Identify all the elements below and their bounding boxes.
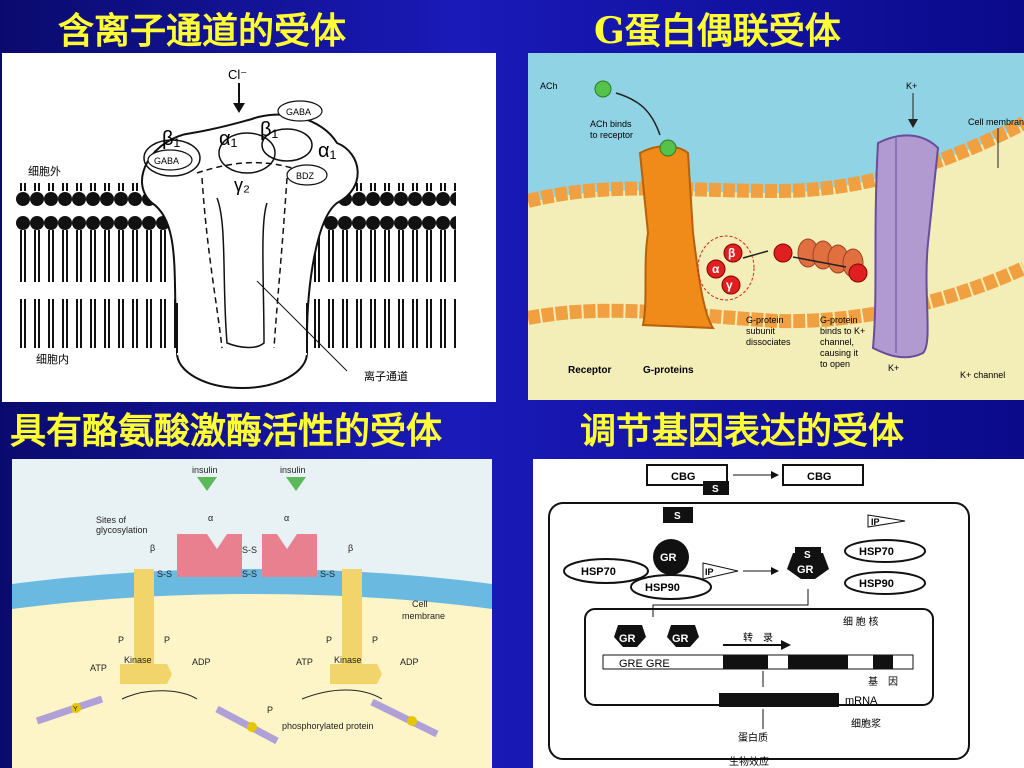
phosphorylated-protein-label: phosphorylated protein <box>282 721 374 731</box>
nucleus-label: 细 胞 核 <box>843 615 879 628</box>
gene-expression-diagram: CBG CBG S S GR HSP70 HSP90 IP S GR HSP70… <box>533 459 1024 768</box>
k-bottom-label: K+ <box>888 363 899 373</box>
chloride-label: Cl⁻ <box>228 67 247 82</box>
hsp70-left-label: HSP70 <box>581 566 616 578</box>
beta-right-label: β <box>348 543 353 553</box>
phosphate-label: P <box>267 705 273 715</box>
disulfide-label-2: S-S <box>242 569 257 579</box>
cytoplasm-label: 细胞浆 <box>851 717 881 730</box>
ip-left-label: IP <box>705 567 714 577</box>
beta-subunit-label: β <box>728 246 735 260</box>
beta-left-label: β <box>150 543 155 553</box>
k-top-label: K+ <box>906 81 917 91</box>
bdz-label: BDZ <box>296 171 315 181</box>
p-left2-label: P <box>164 635 170 645</box>
ach-label: ACh <box>540 81 558 91</box>
gamma-subunit-label: γ <box>726 278 733 292</box>
gr-label-4: GR <box>672 633 689 645</box>
disulfide-label-1: S-S <box>242 545 257 555</box>
gr-label-1: GR <box>660 552 677 564</box>
disulfide-label-4: S-S <box>320 569 335 579</box>
binds-k-channel-label: G-protein binds to K+ channel, causing i… <box>820 315 868 369</box>
heading-ion-channel-receptor: 含离子通道的受体 <box>58 10 347 52</box>
gamma2-label: γ₂ <box>234 175 250 195</box>
ach-binds-label: ACh binds to receptor <box>590 119 634 140</box>
p-right2-label: P <box>372 635 378 645</box>
dissociates-label: G-protein subunit dissociates <box>746 315 791 347</box>
ip-right-label: IP <box>871 517 880 527</box>
adp-left-label: ADP <box>192 657 211 667</box>
heading-gene-expression-receptor: 调节基因表达的受体 <box>580 410 905 452</box>
hsp90-right-label: HSP90 <box>859 578 894 590</box>
glycosylation-label: Sites of glycosylation <box>96 515 148 535</box>
cell-membrane-label: Cell membrane <box>968 117 1024 127</box>
disulfide-label-3: S-S <box>157 569 172 579</box>
alpha-left-label: α <box>208 513 213 523</box>
receptor-label: Receptor <box>568 365 611 376</box>
cell-membrane-label: Cell membrane <box>402 599 445 621</box>
extracellular-label: 细胞外 <box>28 165 61 178</box>
mrna-label: mRNA <box>845 695 878 707</box>
p-right-label: P <box>326 635 332 645</box>
protein-label: 蛋白质 <box>738 731 768 744</box>
steroid-label-2: S <box>674 511 681 522</box>
cbg-free-label: CBG <box>807 471 831 483</box>
gr-label-3: GR <box>619 633 636 645</box>
insulin-right-label: insulin <box>280 465 306 475</box>
alpha1-right-label: α₁ <box>318 140 337 162</box>
steroid-label-1: S <box>712 484 719 495</box>
cbg-bound-label: CBG <box>671 471 695 483</box>
hsp90-left-label: HSP90 <box>645 582 680 594</box>
kinase-left-label: Kinase <box>124 655 152 665</box>
transcription-label: 转 录 <box>743 631 773 644</box>
gaba-top-label: GABA <box>286 107 311 117</box>
alpha1-mid-label: α₁ <box>219 128 238 150</box>
intracellular-label: 细胞内 <box>36 352 69 366</box>
atp-right-label: ATP <box>296 657 313 667</box>
adp-right-label: ADP <box>400 657 419 667</box>
alpha-subunit-label: α <box>712 262 720 276</box>
atp-left-label: ATP <box>90 663 107 673</box>
tyrosine-y-label: Y <box>73 706 78 713</box>
tyrosine-kinase-diagram: insulin insulin Sites of glycosylation α… <box>12 459 492 768</box>
gene-label: 基 因 <box>868 675 898 688</box>
gr-label-2: GR <box>797 564 814 576</box>
gaba-left-label: GABA <box>154 156 179 166</box>
g-proteins-label: G-proteins <box>643 365 694 376</box>
ion-channel-label: 离子通道 <box>364 369 408 383</box>
alpha-right-label: α <box>284 513 289 523</box>
beta1-right-label: β₁ <box>260 119 279 141</box>
heading-g-protein-coupled-receptor: G蛋白偶联受体 <box>594 10 841 52</box>
p-left-label: P <box>118 635 124 645</box>
steroid-label-3: S <box>804 550 811 561</box>
gpcr-diagram: ACh ACh binds to receptor K+ Cell membra… <box>528 53 1024 400</box>
k-channel-label: K+ channel <box>960 370 1005 380</box>
heading-tyrosine-kinase-receptor: 具有酪氨酸激酶活性的受体 <box>10 410 443 452</box>
gre-label: GRE GRE <box>619 658 670 670</box>
beta1-left-label: β₁ <box>162 128 181 150</box>
biological-effect-label: 生物效应 <box>729 755 769 768</box>
insulin-left-label: insulin <box>192 465 218 475</box>
kinase-right-label: Kinase <box>334 655 362 665</box>
ion-channel-diagram: Cl⁻ GABA GABA β₁ α₁ β₁ α₁ γ₂ BDZ 细胞外 细胞内… <box>2 53 496 402</box>
hsp70-right-label: HSP70 <box>859 546 894 558</box>
